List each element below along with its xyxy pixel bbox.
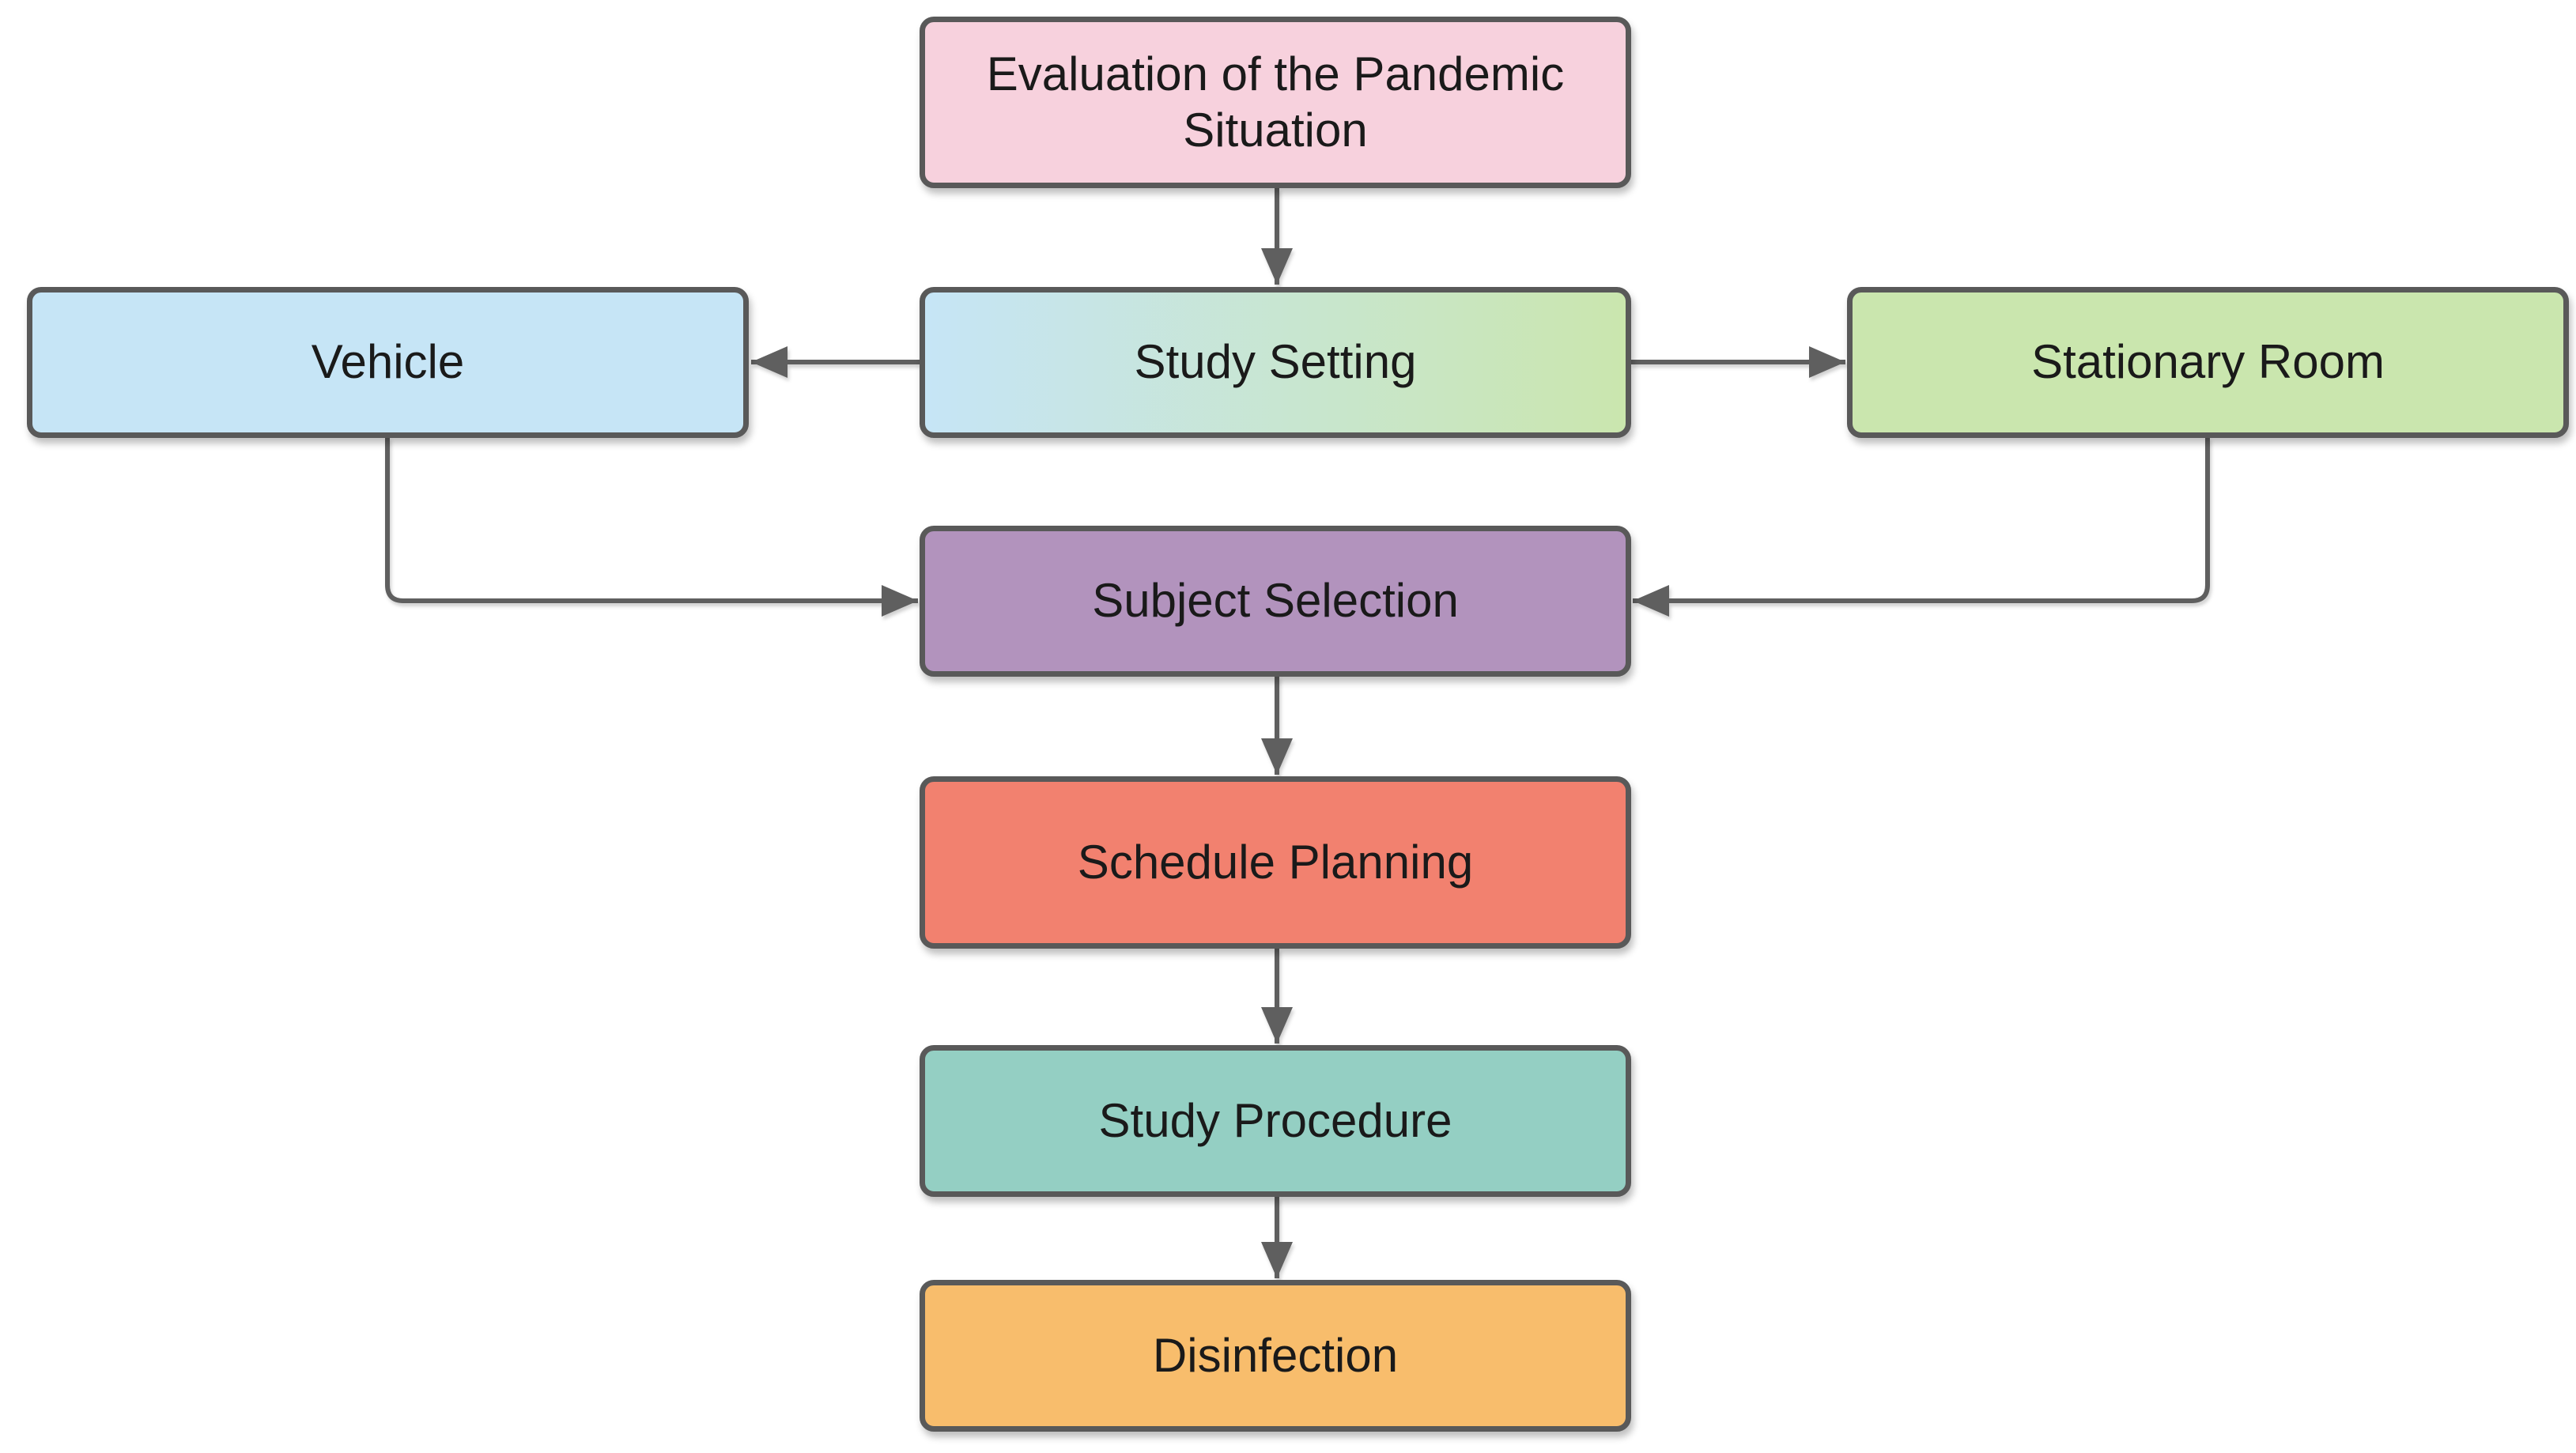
node-label: Schedule Planning xyxy=(1077,835,1474,889)
node-study-setting: Study Setting xyxy=(920,287,1631,438)
node-label: Disinfection xyxy=(1152,1328,1399,1382)
node-vehicle: Vehicle xyxy=(27,287,749,438)
node-stationary-room: Stationary Room xyxy=(1847,287,2569,438)
node-label: Study Setting xyxy=(1134,335,1417,389)
node-label: Study Procedure xyxy=(1098,1093,1452,1147)
node-study-procedure: Study Procedure xyxy=(920,1045,1631,1197)
node-label: Vehicle xyxy=(311,335,465,389)
node-schedule-planning: Schedule Planning xyxy=(920,776,1631,949)
node-disinfection: Disinfection xyxy=(920,1280,1631,1432)
node-evaluation-of-the-pandemic-situation: Evaluation of the Pandemic Situation xyxy=(920,17,1631,188)
arrow-stationary-room-to-subject-selection xyxy=(1633,437,2210,617)
arrow-vehicle-to-subject-selection xyxy=(385,437,918,617)
node-label: Evaluation of the Pandemic Situation xyxy=(986,47,1565,157)
node-label: Subject Selection xyxy=(1092,574,1459,628)
node-subject-selection: Subject Selection xyxy=(920,526,1631,677)
node-label: Stationary Room xyxy=(2031,335,2385,389)
